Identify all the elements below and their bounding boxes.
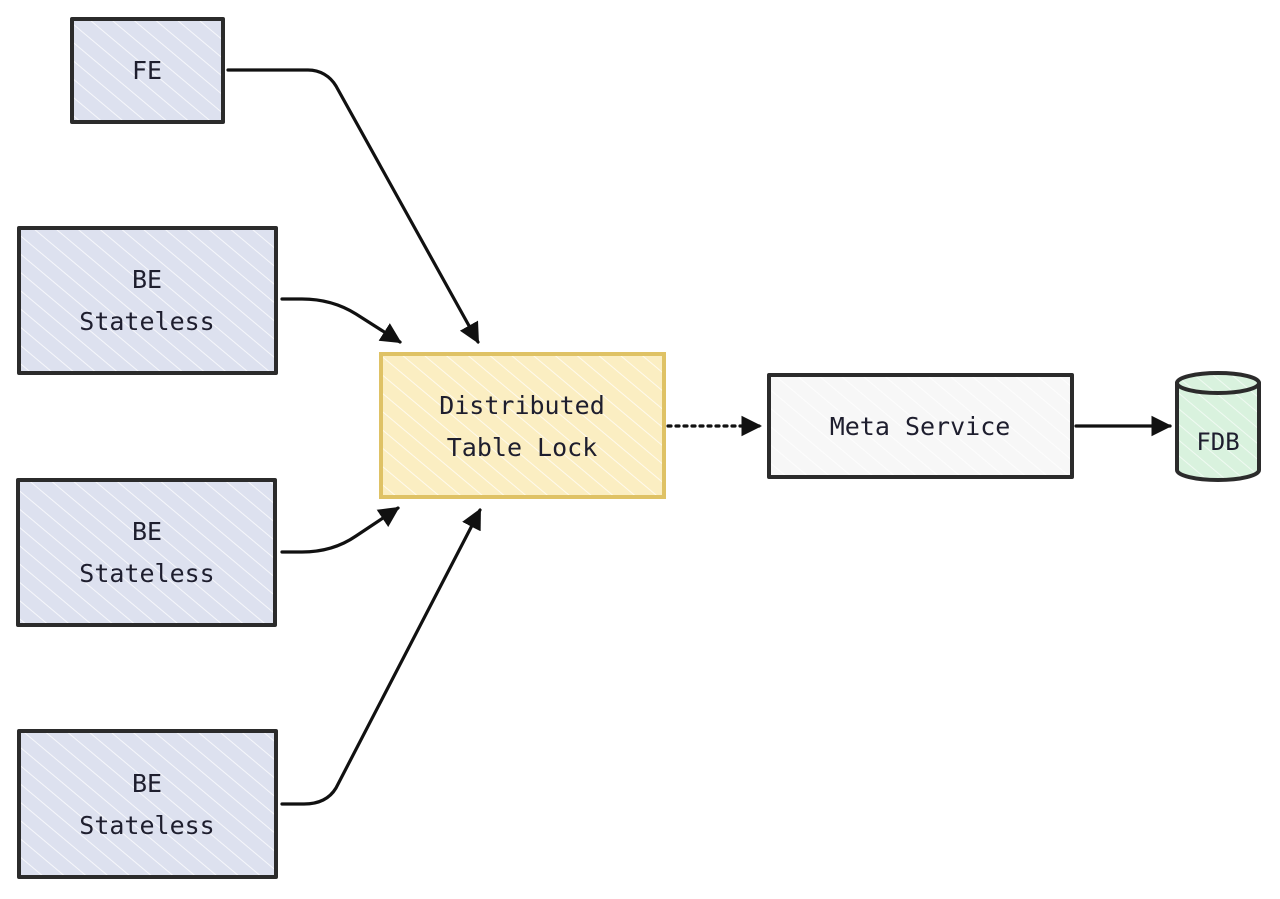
node-be1-label-line2: Stateless (79, 307, 214, 336)
node-meta-service: Meta Service (767, 373, 1074, 479)
node-be-stateless-1: BE Stateless (17, 226, 278, 375)
node-be-stateless-2: BE Stateless (16, 478, 277, 627)
node-lock-label-line1: Distributed (439, 391, 605, 420)
edge-be3-to-lock (280, 508, 482, 806)
node-fdb-database: FDB (1175, 371, 1261, 482)
edge-fe-to-lock (226, 68, 480, 344)
node-meta-label: Meta Service (830, 412, 1011, 441)
node-be3-label-line1: BE (132, 769, 162, 798)
node-be2-label-line2: Stateless (79, 559, 214, 588)
node-distributed-table-lock: Distributed Table Lock (379, 352, 666, 499)
node-be-stateless-3: BE Stateless (17, 729, 278, 879)
node-fdb-label: FDB (1196, 428, 1239, 456)
edges-layer (226, 68, 1173, 806)
node-lock-label-line2: Table Lock (447, 433, 598, 462)
node-be3-label-line2: Stateless (79, 811, 214, 840)
node-fe-label: FE (132, 56, 162, 85)
edge-be2-to-lock (280, 506, 400, 554)
edge-be1-to-lock (280, 297, 402, 344)
node-be1-label-line1: BE (132, 265, 162, 294)
node-fe: FE (70, 17, 225, 124)
node-be2-label-line1: BE (132, 517, 162, 546)
